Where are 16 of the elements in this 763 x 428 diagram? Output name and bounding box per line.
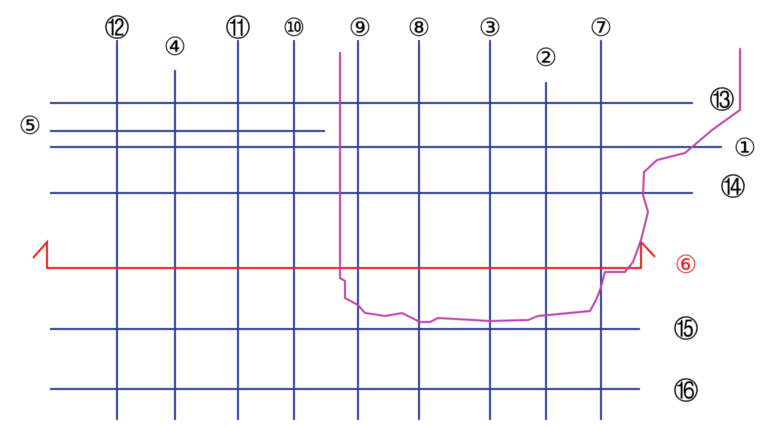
callout-number: ⑮ bbox=[674, 315, 698, 343]
callout-number: ④ bbox=[164, 33, 186, 61]
callout-number: ⑯ bbox=[674, 377, 698, 405]
callout-number: ⑬ bbox=[710, 86, 734, 114]
callout-number: ⑤ bbox=[18, 112, 42, 140]
callout-number: ⑪ bbox=[226, 14, 250, 42]
callout-number: ⑧ bbox=[408, 14, 430, 42]
callout-number: ⑫ bbox=[104, 14, 130, 42]
callout-number: ② bbox=[534, 44, 558, 72]
callout-number: ① bbox=[734, 134, 756, 162]
callout-number: ⑭ bbox=[720, 173, 746, 201]
callout-number: ⑥ bbox=[674, 251, 698, 279]
callout-number: ⑩ bbox=[282, 14, 306, 42]
callout-number: ⑦ bbox=[590, 14, 612, 42]
callout-number: ③ bbox=[478, 14, 502, 42]
callout-number: ⑨ bbox=[348, 14, 372, 42]
